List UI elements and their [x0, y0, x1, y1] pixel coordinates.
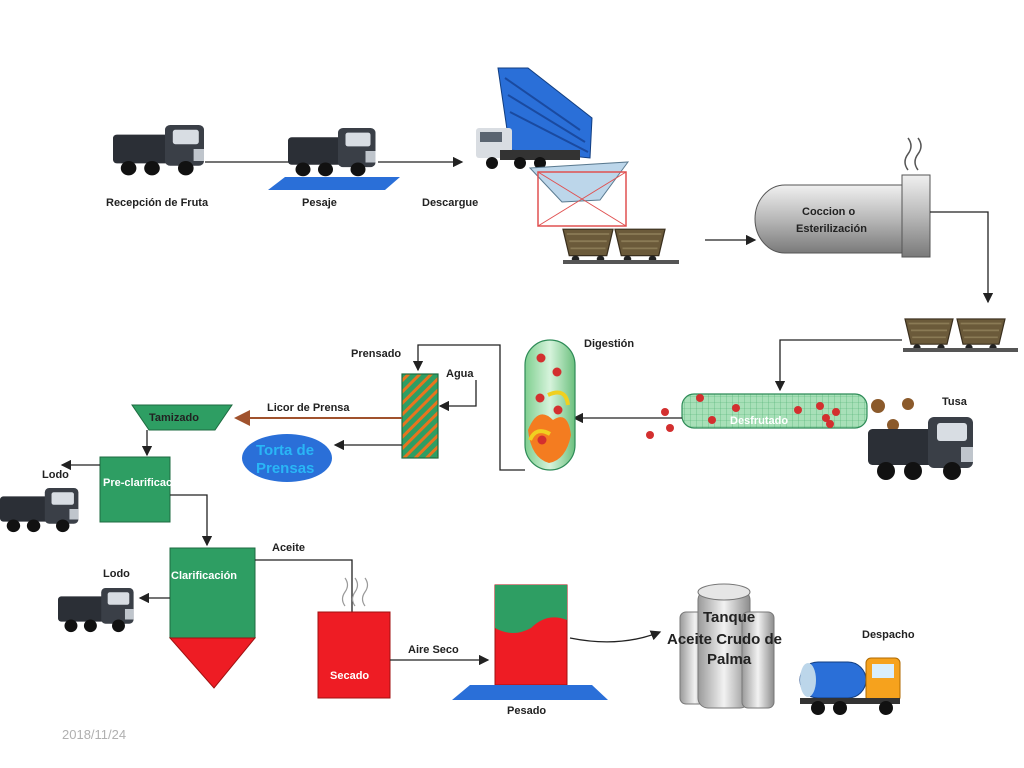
- lodo-truck-1: [0, 488, 79, 533]
- label-pesado: Pesado: [507, 705, 546, 717]
- oil-weigh-tank: [452, 584, 608, 700]
- dump-truck: [476, 67, 593, 169]
- arrow-to-clarificacion: [170, 494, 213, 547]
- label-lodo-1: Lodo: [42, 469, 69, 481]
- fruit-wagons-1: [562, 228, 679, 264]
- label-coccion-1: Coccion o: [802, 206, 855, 218]
- label-descargue: Descargue: [422, 197, 478, 209]
- label-secado: Secado: [330, 670, 369, 682]
- label-tanque-1: Tanque: [703, 609, 755, 626]
- label-agua: Agua: [446, 368, 474, 380]
- label-lodo-2: Lodo: [103, 568, 130, 580]
- scale-platform: [268, 177, 400, 190]
- reception-truck: [113, 125, 204, 176]
- label-tanque-3: Palma: [707, 651, 752, 668]
- arrow-coccion-down: [930, 211, 994, 304]
- press: [401, 373, 439, 459]
- arrow-agua: [438, 380, 477, 412]
- steam-icon: [341, 577, 369, 607]
- fruit-wagons-2: [903, 317, 1018, 353]
- thresher: [646, 393, 868, 439]
- sieve: [131, 404, 233, 431]
- digester: [524, 339, 576, 471]
- lodo-truck-2: [58, 588, 134, 633]
- label-coccion-2: Esterilización: [796, 223, 867, 235]
- label-prensado: Prensado: [351, 348, 401, 360]
- date-stamp: 2018/11/24: [62, 727, 126, 742]
- hopper: [528, 161, 630, 227]
- label-licor: Licor de Prensa: [267, 402, 350, 414]
- label-recepcion: Recepción de Fruta: [106, 197, 209, 209]
- label-tamizado: Tamizado: [149, 412, 199, 424]
- tusa-truck: [868, 417, 973, 480]
- arrow-to-desfrutado: [774, 339, 902, 392]
- label-pesaje: Pesaje: [302, 197, 337, 209]
- label-tanque-2: Aceite Crudo de: [667, 631, 782, 648]
- label-digestion: Digestión: [584, 338, 634, 350]
- dryer: [317, 611, 391, 699]
- arrow-to-tanque: [569, 630, 662, 643]
- preclarifier: [99, 456, 171, 523]
- label-preclarificacion: Pre-clarificación: [103, 477, 189, 489]
- weighing-truck: [288, 128, 376, 177]
- empty-bunches: [871, 398, 914, 431]
- storage-tanks: [679, 583, 775, 709]
- label-aire-seco: Aire Seco: [408, 644, 459, 656]
- label-despacho: Despacho: [862, 629, 915, 641]
- sterilizer: [754, 137, 931, 258]
- label-torta-2: Prensas: [256, 460, 314, 477]
- arrow-digestion-prensa: [412, 344, 525, 471]
- label-torta-1: Torta de: [256, 442, 314, 459]
- clarifier: [168, 547, 257, 689]
- tanker-truck: [799, 657, 901, 715]
- label-aceite: Aceite: [272, 542, 305, 554]
- label-desfrutado: Desfrutado: [730, 415, 788, 427]
- torta-ellipse: [242, 434, 332, 482]
- label-clarificacion: Clarificación: [171, 570, 237, 582]
- label-tusa: Tusa: [942, 396, 968, 408]
